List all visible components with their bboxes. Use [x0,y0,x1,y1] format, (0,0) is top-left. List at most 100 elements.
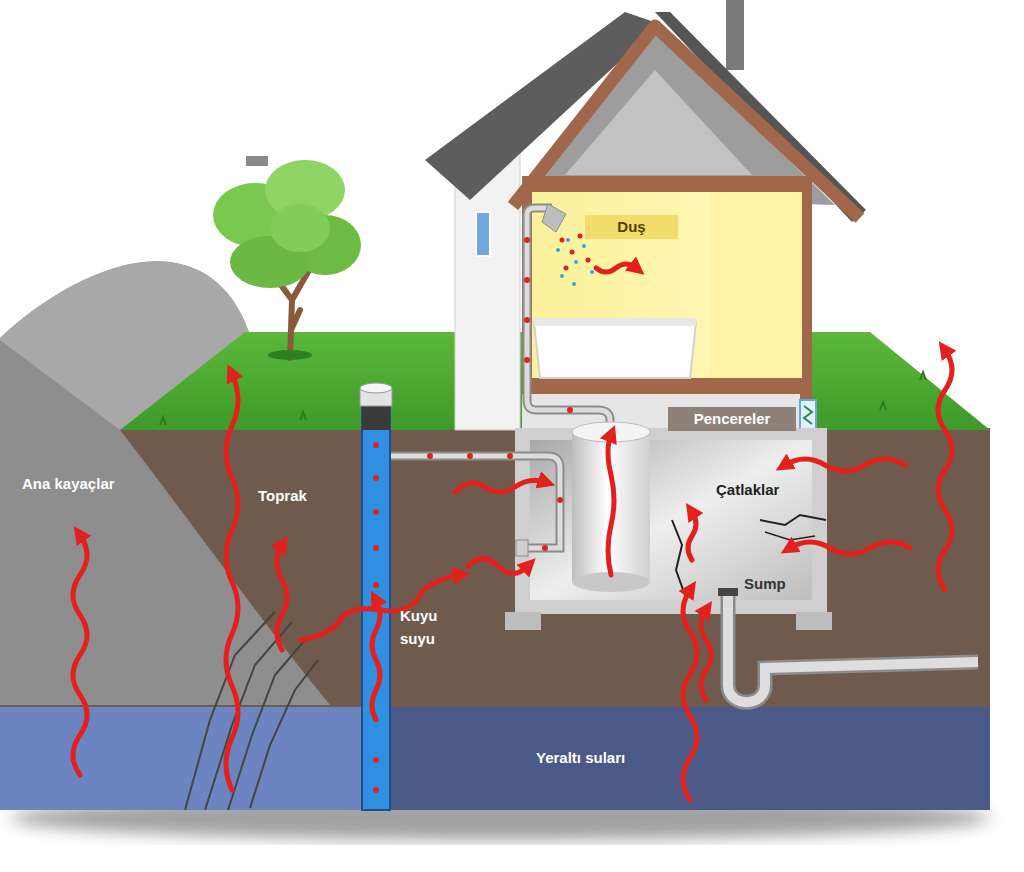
label-text: Ana kayaçlar [22,472,115,495]
radon-dots [373,509,379,515]
shower-drops [566,238,570,242]
radon-dots [560,238,565,243]
water-pipes [516,540,528,556]
basement [760,515,826,525]
radon-arrows [73,535,87,775]
radon-arrows [701,610,711,700]
radon-dots [578,234,583,239]
label-text: Sump [744,572,786,595]
shower-drops [556,238,594,286]
water-pipes [527,208,610,430]
bedrock-label: Ana kayaçlar [22,472,115,495]
label-text: Çatlaklar [716,478,779,501]
groundwater-label: Yeraltı suları [536,746,625,769]
radon-arrows [596,264,636,272]
sump-pipe [718,588,978,702]
radon-dots [373,582,379,588]
tree [270,204,330,252]
shower-drops [574,260,578,264]
radon-dots [557,497,563,503]
radon-dots [373,234,591,794]
cracks-label: Çatlaklar [716,478,779,501]
radon-dots [570,250,575,255]
radon-dots [467,453,473,459]
shower-drops [582,244,586,248]
well [362,398,390,810]
house [726,0,744,70]
shower-drops [590,270,594,274]
house [532,192,802,378]
radon-dots [542,545,548,551]
basement [765,532,815,540]
sump-label: Sump [744,572,786,595]
label-text: Duş [617,218,645,236]
well [360,383,392,393]
radon-dots [564,266,569,271]
basement [672,520,686,598]
sump-pipe [728,592,978,702]
bedrock [228,640,305,810]
radon-arrows [608,435,614,575]
tree [246,156,268,166]
sump-pipe [718,588,738,596]
bedrock [205,622,292,810]
radon-dots [373,475,379,481]
sump-pipe [728,592,978,702]
water-pipes [527,208,610,430]
windows-label-box: Pencereler [668,407,796,431]
groundwater [0,705,390,810]
water-pipes [542,204,566,232]
label-text: Pencereler [694,410,771,428]
house [522,176,812,396]
radon-dots [373,757,379,763]
bedrock [250,660,318,808]
water-tank [572,432,650,582]
radon-arrows [938,350,952,590]
radon-dots [427,453,433,459]
radon-dots [524,237,530,243]
label-text: Toprak [258,484,307,507]
water-tank [572,422,650,592]
radon-arrows [277,545,287,650]
house [425,0,866,430]
label-text: Yeraltı suları [536,746,625,769]
tree [268,350,312,360]
bedrock [0,261,330,705]
radon-arrows [468,559,528,574]
basement [796,612,832,630]
shower-drops [556,248,560,252]
shower-label-box: Duş [585,215,678,239]
house [710,192,802,378]
radon-dots [373,442,379,448]
radon-arrows [455,480,545,492]
radon-dots [586,258,591,263]
well-water-label: Kuyu suyu [400,604,452,651]
groundwater [0,705,990,810]
groundwater [0,705,990,810]
basement [505,612,541,630]
tree [213,156,361,360]
radon-arrows [372,600,380,720]
radon-dots [567,407,573,413]
radon-arrows [226,374,238,790]
radon-arrows [785,459,905,471]
well [360,383,392,810]
water-pipes [390,456,560,548]
radon-arrows [73,264,952,800]
radon-dots [524,317,530,323]
window-icon [804,406,812,424]
radon-dots [373,545,379,551]
radon-arrows [683,590,697,800]
house [534,318,696,326]
house [534,322,696,378]
soil-label: Toprak [258,484,307,507]
label-text: Kuyu suyu [400,604,452,651]
shower-drops [560,274,564,278]
radon-arrows [790,542,910,554]
radon-dots [507,453,513,459]
radon-dots [524,277,530,283]
shower-drops [572,282,576,286]
